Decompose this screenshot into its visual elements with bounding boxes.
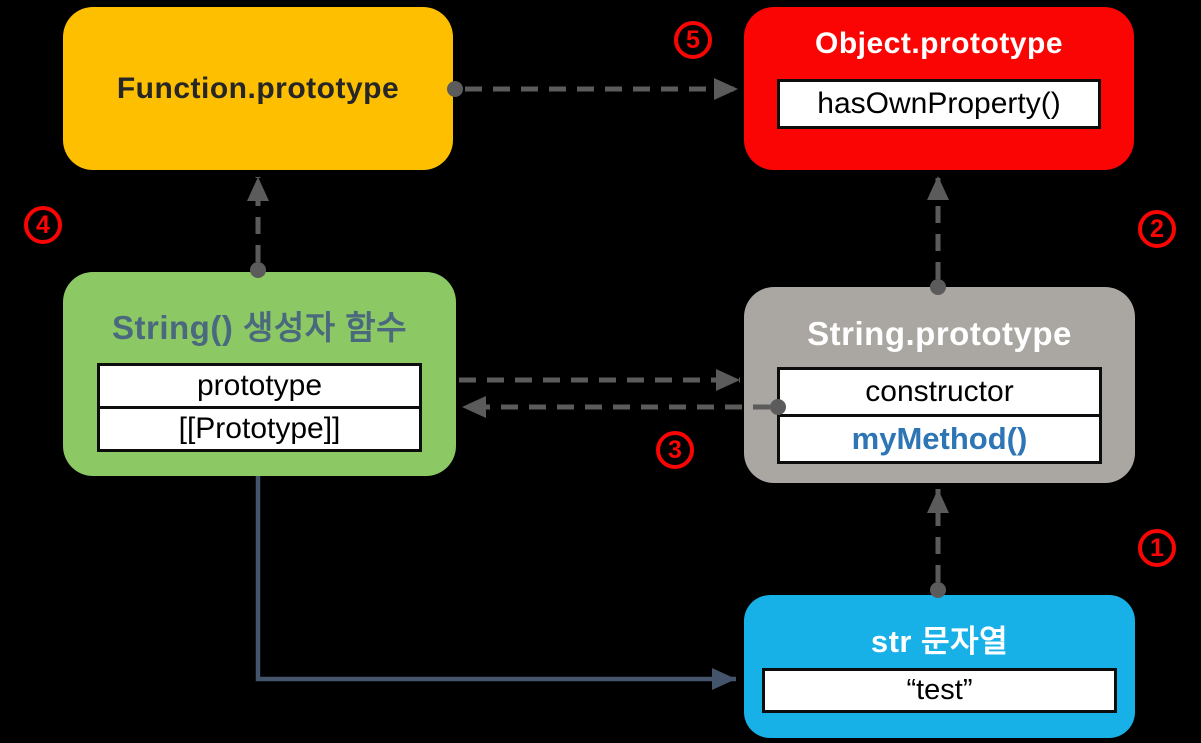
badge-step-2: 2 [1138,210,1176,248]
node-string-prototype: String.prototype constructor myMethod() [744,287,1135,483]
member-mymethod: myMethod() [777,414,1102,464]
node-object-prototype: Object.prototype hasOwnProperty() [744,7,1134,170]
member-list: “test” [762,668,1117,713]
member-constructor: constructor [777,367,1102,417]
node-function-prototype: Function.prototype [63,7,453,170]
node-title: String() 생성자 함수 [112,309,407,346]
member-list: prototype [[Prototype]] [97,363,422,452]
badge-step-4: 4 [24,206,62,244]
member-prototype: prototype [97,363,422,409]
member-list: hasOwnProperty() [777,79,1101,129]
badge-step-1: 1 [1138,529,1176,567]
node-str-instance: str 문자열 “test” [744,595,1135,738]
node-title: Object.prototype [814,27,1063,60]
node-title: str 문자열 [870,623,1009,659]
node-title: String.prototype [807,315,1072,352]
badge-step-5: 5 [674,21,712,59]
member-internal-prototype: [[Prototype]] [97,406,422,452]
node-title: Function.prototype [116,71,400,105]
member-list: constructor myMethod() [777,367,1102,464]
member-test-value: “test” [762,668,1117,713]
member-hasownproperty: hasOwnProperty() [777,79,1101,129]
arrow-constructor-to-instance [255,476,736,690]
node-string-constructor: String() 생성자 함수 prototype [[Prototype]] [63,272,456,476]
badge-step-3: 3 [656,431,694,469]
